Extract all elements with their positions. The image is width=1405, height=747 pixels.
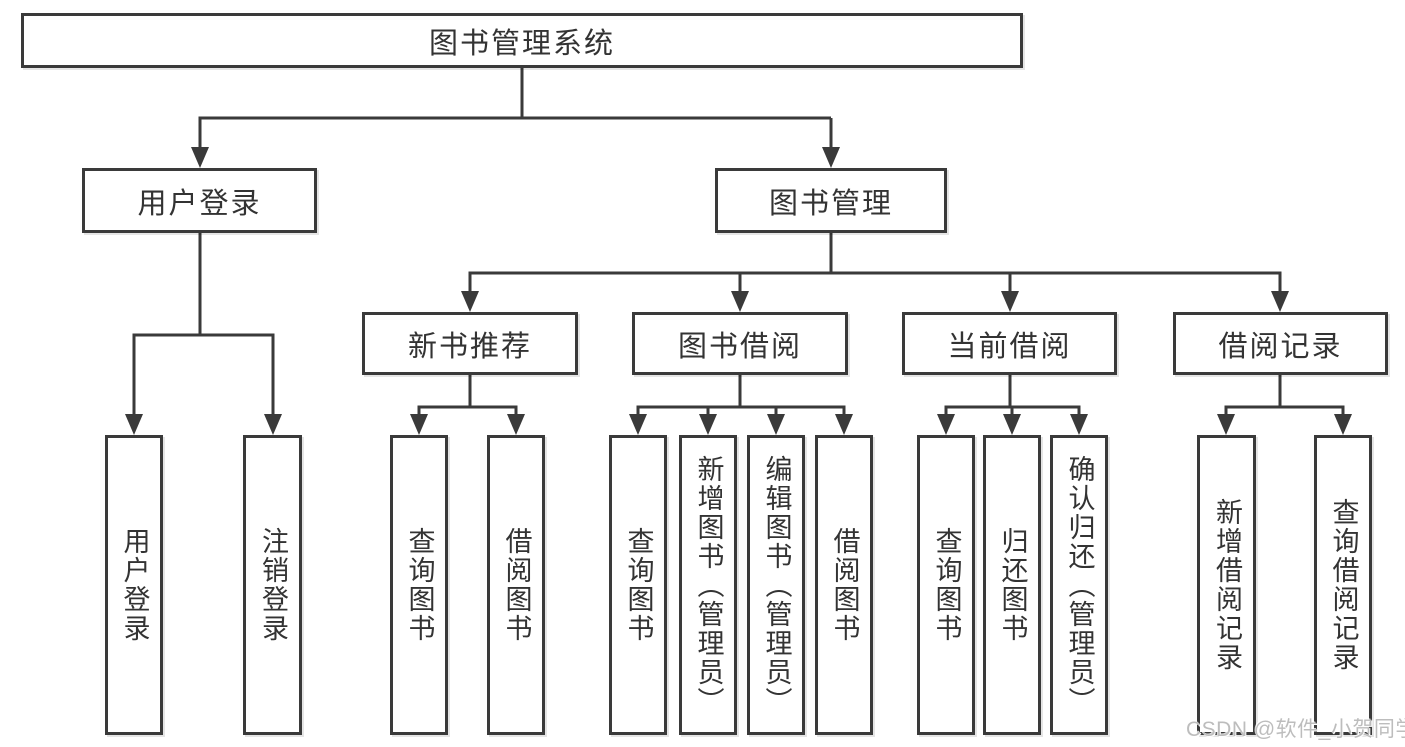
arrow-down-icon xyxy=(191,147,209,168)
arrow-down-icon xyxy=(629,414,647,435)
arrow-down-icon xyxy=(1003,414,1021,435)
node-query-books-borrowing: 查询图书 xyxy=(609,435,667,735)
node-new-book-recommendation: 新书推荐 xyxy=(362,312,578,375)
arrow-down-icon xyxy=(461,291,479,312)
connector-line xyxy=(636,375,846,416)
arrow-down-icon xyxy=(1001,291,1019,312)
node-borrow-books-borrowing: 借阅图书 xyxy=(815,435,873,735)
arrow-down-icon xyxy=(1334,414,1352,435)
arrow-down-icon xyxy=(822,147,840,168)
node-edit-books-admin: 编辑图书（管理员） xyxy=(747,435,805,735)
node-query-borrow-record: 查询借阅记录 xyxy=(1314,435,1372,735)
node-query-books-recommend: 查询图书 xyxy=(390,435,448,735)
arrow-down-icon xyxy=(264,414,282,435)
connector-line xyxy=(1224,375,1345,416)
node-borrow-books-recommend: 借阅图书 xyxy=(487,435,545,735)
node-branch-book-management: 图书管理 xyxy=(715,168,947,233)
connector-line xyxy=(417,375,518,416)
node-query-books-current: 查询图书 xyxy=(917,435,975,735)
arrow-down-icon xyxy=(937,414,955,435)
arrow-down-icon xyxy=(1271,291,1289,312)
connector-line xyxy=(944,375,1081,416)
node-logout-leaf: 注销登录 xyxy=(243,435,302,735)
node-current-borrowing: 当前借阅 xyxy=(902,312,1117,375)
node-add-books-admin: 新增图书（管理员） xyxy=(679,435,737,735)
connector-line xyxy=(132,233,275,416)
arrow-down-icon xyxy=(731,291,749,312)
node-add-borrow-record: 新增借阅记录 xyxy=(1197,435,1256,735)
node-branch-user-login: 用户登录 xyxy=(82,168,317,233)
node-book-borrowing: 图书借阅 xyxy=(632,312,848,375)
node-confirm-return-admin: 确认归还（管理员） xyxy=(1050,435,1108,735)
arrow-down-icon xyxy=(410,414,428,435)
node-user-login-leaf: 用户登录 xyxy=(105,435,163,735)
node-borrowing-records: 借阅记录 xyxy=(1173,312,1388,375)
node-return-books: 归还图书 xyxy=(983,435,1041,735)
node-system-root: 图书管理系统 xyxy=(21,13,1023,68)
arrow-down-icon xyxy=(835,414,853,435)
arrow-down-icon xyxy=(699,414,717,435)
watermark: CSDN @软件_小贺同学 xyxy=(1186,718,1405,741)
connector-line xyxy=(468,233,1282,293)
arrow-down-icon xyxy=(507,414,525,435)
connector-line xyxy=(198,68,833,149)
arrow-down-icon xyxy=(767,414,785,435)
arrow-down-icon xyxy=(125,414,143,435)
arrow-down-icon xyxy=(1070,414,1088,435)
arrow-down-icon xyxy=(1217,414,1235,435)
